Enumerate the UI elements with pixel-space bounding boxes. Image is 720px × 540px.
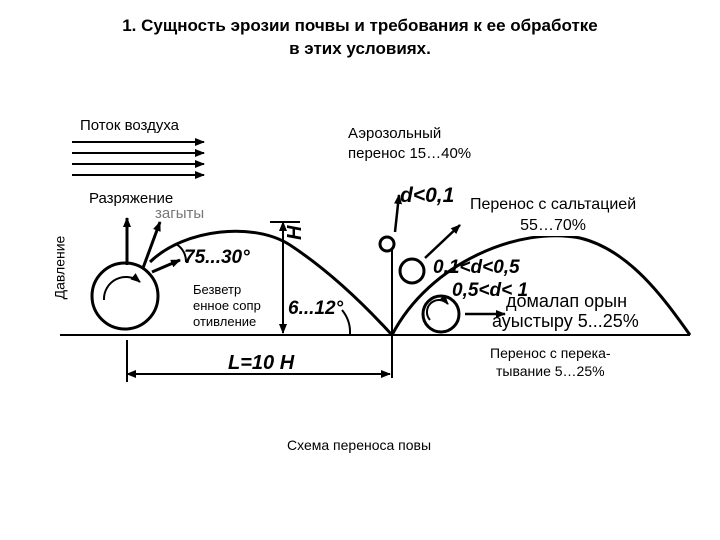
windless-label-line-1: Безветр — [193, 282, 242, 297]
lift-arrows — [123, 217, 181, 274]
windless-label-line-3: отивление — [193, 314, 257, 329]
pressure-label: Давление — [51, 235, 68, 300]
size-large-label: 0,5<d< 1 — [452, 280, 528, 301]
faded-text: загыты — [155, 205, 204, 222]
rolling-label-line-1: Перенос с перека- — [490, 345, 611, 361]
angle-arc-bottom — [341, 309, 352, 335]
size-small-label: d<0,1 — [400, 184, 454, 207]
diagram-caption: Схема переноса повы — [287, 437, 432, 453]
saltation-trajectory-2 — [390, 234, 692, 336]
saltation-label-line-1: Перенос с сальтацией — [470, 196, 637, 213]
saltating-particle — [398, 224, 461, 285]
rarefaction-label: Разряжение — [85, 189, 178, 208]
page-title: 1. Сущность эрозии почвы и требования к … — [40, 14, 680, 60]
air-flow-label: Поток воздуха — [80, 117, 180, 134]
windless-resistance-label: Безветр енное сопр отивление — [191, 280, 263, 332]
aerosol-label-line-1: Аэрозольный — [348, 125, 442, 142]
distance-label: L=10 H — [228, 352, 295, 374]
rolling-kz-label-1: домалап орын — [506, 291, 627, 311]
size-mid-label: 0,1<d<0,5 — [433, 257, 520, 278]
rolling-kz-label-2: ауыстыру 5...25% — [492, 311, 639, 331]
height-dimension — [270, 221, 300, 334]
saltation-label: Перенос с сальтацией 55…70% — [470, 194, 637, 236]
height-label: H — [284, 225, 306, 240]
rolling-particle — [421, 294, 506, 334]
rolling-transfer-label: Перенос с перека- тывание 5…25% — [490, 344, 611, 380]
aerosol-label: Аэрозольный перенос 15…40% — [348, 124, 471, 164]
saltation-label-line-2: 55…70% — [520, 217, 586, 234]
soil-particle-large — [90, 261, 160, 331]
title-line-2: в этих условиях. — [289, 39, 431, 58]
title-line-1: 1. Сущность эрозии почвы и требования к … — [122, 16, 598, 35]
saltation-trajectory-1 — [148, 229, 394, 337]
aerosol-particle — [378, 194, 403, 253]
angle-bottom-label: 6...12° — [288, 298, 344, 319]
rolling-label-line-2: тывание 5…25% — [495, 363, 605, 379]
distance-dimension — [126, 340, 391, 382]
windless-label-line-2: енное сопр — [193, 298, 261, 313]
aerosol-label-line-2: перенос 15…40% — [348, 145, 472, 162]
angle-arc-top — [175, 243, 188, 263]
air-flow-arrows — [72, 138, 205, 179]
angle-top-label: 75...30° — [184, 247, 250, 268]
